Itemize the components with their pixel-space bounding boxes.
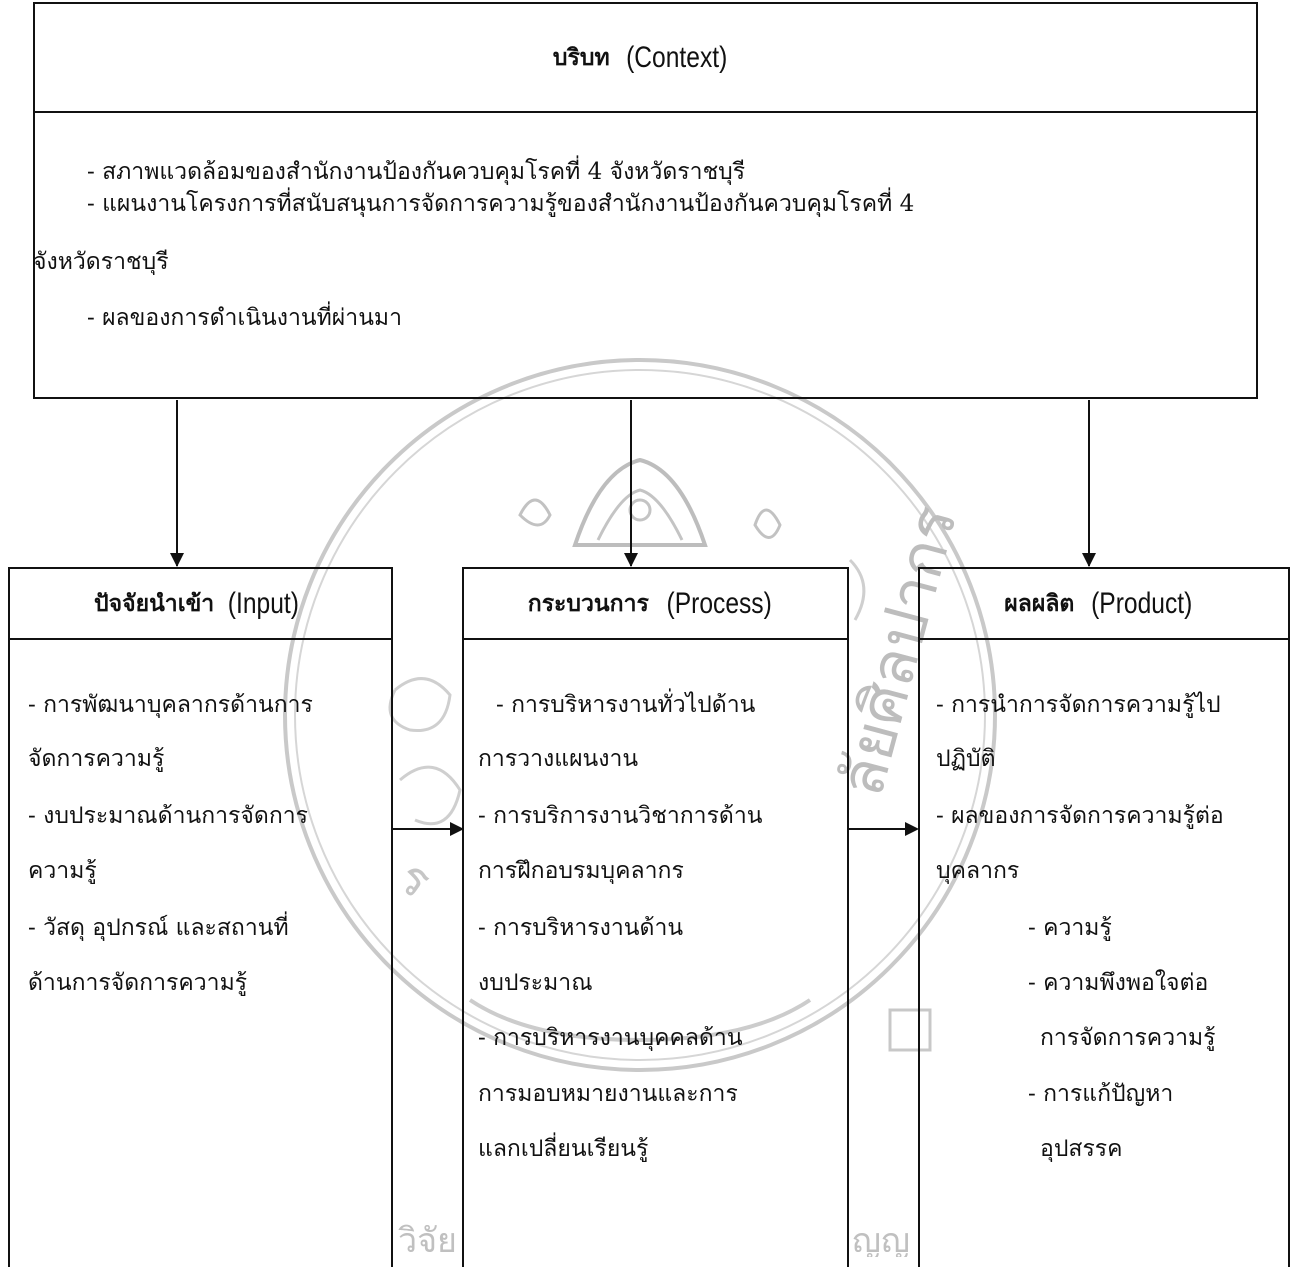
context-line: - สภาพแวดล้อมของสำนักงานป้องกันควบคุมโรค… [87, 159, 746, 185]
context-line: - แผนงานโครงการที่สนับสนุนการจัดการความร… [87, 191, 915, 217]
product-header: ผลผลิต (Product) [920, 569, 1288, 640]
process-line: - การบริหารงานบุคคลด้าน [478, 1025, 743, 1051]
product-title-en: (Product) [1091, 586, 1193, 620]
watermark-text-bottom-right: ญญ [852, 1222, 910, 1257]
input-line: ด้านการจัดการความรู้ [28, 970, 248, 996]
product-line: บุคลากร [936, 858, 1020, 884]
product-line: - การนำการจัดการความรู้ไป [936, 692, 1221, 718]
input-line: - การพัฒนาบุคลากรด้านการ [28, 692, 313, 718]
input-header: ปัจจัยนำเข้า (Input) [10, 569, 391, 640]
arrow-head-process-product [905, 822, 919, 836]
context-line: จังหวัดราชบุรี [33, 249, 169, 275]
product-line: ปฏิบัติ [936, 746, 996, 772]
process-line: - การบริหารงานทั่วไปด้าน [496, 692, 756, 718]
process-line: - การบริหารงานด้าน [478, 915, 684, 941]
context-header: บริบท (Context) [35, 4, 1256, 113]
process-box: กระบวนการ (Process) - การบริหารงานทั่วไป… [462, 567, 849, 1267]
process-line: งบประมาณ [478, 970, 593, 996]
input-line: - วัสดุ อุปกรณ์ และสถานที่ [28, 915, 289, 941]
input-line: - งบประมาณด้านการจัดการ [28, 803, 309, 829]
product-line: การจัดการความรู้ [1040, 1025, 1216, 1051]
context-line: - ผลของการดำเนินงานที่ผ่านมา [87, 305, 402, 331]
product-line: - ความรู้ [1028, 915, 1112, 941]
product-line: - ผลของการจัดการความรู้ต่อ [936, 803, 1224, 829]
input-line: ความรู้ [28, 858, 97, 884]
process-header: กระบวนการ (Process) [464, 569, 847, 640]
product-line: - ความพึงพอใจต่อ [1028, 970, 1209, 996]
process-line: การวางแผนงาน [478, 746, 639, 772]
input-box: ปัจจัยนำเข้า (Input) - การพัฒนาบุคลากรด้… [8, 567, 393, 1267]
process-line: การมอบหมายงานและการ [478, 1081, 738, 1107]
process-line: การฝึกอบรมบุคลากร [478, 858, 684, 884]
product-box: ผลผลิต (Product) - การนำการจัดการความรู้… [918, 567, 1290, 1267]
input-title-en: (Input) [228, 586, 300, 620]
arrow-head-product [1082, 553, 1096, 567]
process-title-th: กระบวนการ [527, 589, 649, 617]
context-title-en: (Context) [625, 40, 727, 74]
input-line: จัดการความรู้ [28, 746, 165, 772]
context-title-th: บริบท [552, 43, 610, 71]
process-title-en: (Process) [666, 586, 772, 620]
watermark-text-bottom-left: วิจัย [398, 1222, 457, 1257]
product-line: - การแก้ปัญหา [1028, 1081, 1174, 1107]
arrow-head-process [624, 553, 638, 567]
context-box: บริบท (Context) - สภาพแวดล้อมของสำนักงาน… [33, 2, 1258, 399]
product-line: อุปสรรค [1040, 1136, 1123, 1162]
product-title-th: ผลผลิต [1004, 589, 1075, 617]
arrow-head-input [170, 553, 184, 567]
process-line: - การบริการงานวิชาการด้าน [478, 803, 763, 829]
input-title-th: ปัจจัยนำเข้า [94, 589, 215, 617]
process-line: แลกเปลี่ยนเรียนรู้ [478, 1136, 649, 1162]
watermark-text-left: ร [389, 851, 441, 909]
